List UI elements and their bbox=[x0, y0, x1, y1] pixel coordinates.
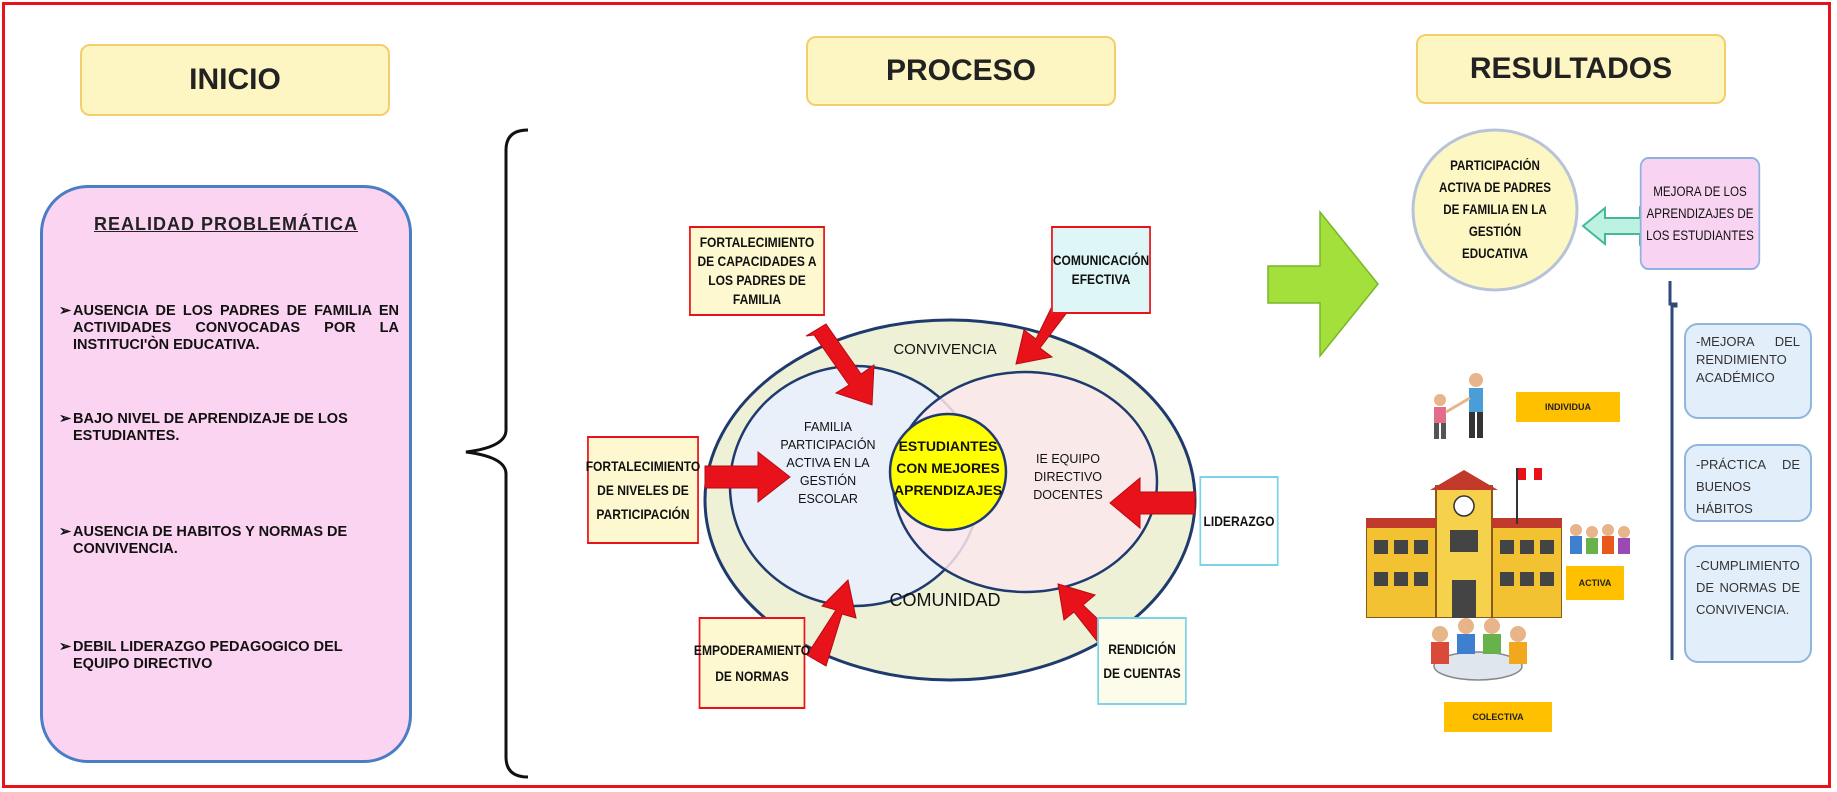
box-fortalecimiento-niveles: FORTALECIMIENTO DE NIVELES DE PARTICIPAC… bbox=[586, 436, 700, 544]
box-rendicion: RENDICIÓN DE CUENTAS bbox=[1097, 617, 1187, 705]
family-walking-icon bbox=[1434, 373, 1483, 439]
label-comunidad: COMUNIDAD bbox=[889, 590, 1001, 610]
header-inicio: INICIO bbox=[80, 44, 390, 116]
box-empoderamiento: EMPODERAMIENTO DE NORMAS bbox=[694, 617, 810, 709]
brace-shape bbox=[465, 128, 529, 779]
group-people-icon bbox=[1570, 524, 1630, 554]
label-convivencia: CONVIVENCIA bbox=[893, 341, 997, 358]
outcome-item: -CUMPLIMIENTO DE NORMAS DE CONVIVENCIA. bbox=[1684, 545, 1812, 663]
label-familia: FAMILIA PARTICIPACIÓN ACTIVA EN LA GESTI… bbox=[780, 420, 876, 506]
badge-individual: INDIVIDUA bbox=[1516, 392, 1620, 422]
outcome-bracket bbox=[1668, 281, 1678, 660]
problem-title: REALIDAD PROBLEMÁTICA bbox=[94, 214, 358, 234]
arrow-capacidades bbox=[805, 323, 875, 406]
bullet-icon: ➢ bbox=[59, 524, 72, 540]
box-fortalecimiento-capacidades: FORTALECIMIENTO DE CAPACIDADES A LOS PAD… bbox=[689, 226, 825, 316]
problem-item-text: AUSENCIA DE HABITOS Y NORMAS DE CONVIVEN… bbox=[73, 524, 348, 557]
box-comunicacion: COMUNICACIÓN EFECTIVA bbox=[1051, 226, 1151, 314]
problem-item-text: DEBIL LIDERAZGO PEDAGOGICO DEL EQUIPO DI… bbox=[73, 639, 343, 672]
arrow-liderazgo bbox=[1109, 476, 1196, 530]
bullet-icon: ➢ bbox=[59, 411, 72, 427]
problem-item: ➢ BAJO NIVEL DE APRENDIZAJE DE LOS ESTUD… bbox=[59, 411, 399, 445]
meeting-people-icon bbox=[1431, 618, 1527, 681]
bullet-icon: ➢ bbox=[59, 303, 72, 319]
label-ie: IE EQUIPO DIRECTIVO DOCENTES bbox=[1033, 452, 1103, 502]
arrow-empoderamiento bbox=[806, 578, 857, 667]
problem-item: ➢ AUSENCIA DE LOS PADRES DE FAMILIA EN A… bbox=[59, 303, 399, 354]
problem-item-text: BAJO NIVEL DE APRENDIZAJE DE LOS ESTUDIA… bbox=[73, 411, 348, 444]
bullet-icon: ➢ bbox=[59, 639, 72, 655]
school-building-icon bbox=[1366, 468, 1562, 618]
label-estudiantes: ESTUDIANTES CON MEJORES APRENDIZAJES bbox=[894, 438, 1003, 498]
header-proceso: PROCESO bbox=[806, 36, 1116, 106]
participacion-text: PARTICIPACIÓN ACTIVA DE PADRES DE FAMILI… bbox=[1438, 158, 1552, 261]
problem-item: ➢ AUSENCIA DE HABITOS Y NORMAS DE CONVIV… bbox=[59, 524, 399, 558]
badge-activa: ACTIVA bbox=[1566, 566, 1624, 600]
problem-item: ➢ DEBIL LIDERAZGO PEDAGOGICO DEL EQUIPO … bbox=[59, 639, 399, 673]
box-liderazgo: LIDERAZGO bbox=[1199, 476, 1279, 566]
outcome-item: -PRÁCTICA DE BUENOS HÁBITOS bbox=[1684, 444, 1812, 522]
problem-item-text: AUSENCIA DE LOS PADRES DE FAMILIA EN ACT… bbox=[73, 303, 399, 353]
outcome-item: -MEJORA DEL RENDIMIENTO ACADÉMICO bbox=[1684, 323, 1812, 419]
header-resultados: RESULTADOS bbox=[1416, 34, 1726, 104]
mejora-box: MEJORA DE LOS APRENDIZAJES DE LOS ESTUDI… bbox=[1639, 157, 1761, 270]
green-arrow-icon bbox=[1267, 209, 1379, 359]
problem-panel: REALIDAD PROBLEMÁTICA ➢ AUSENCIA DE LOS … bbox=[40, 185, 412, 763]
badge-colectiva: COLECTIVA bbox=[1444, 702, 1552, 732]
participacion-circle bbox=[1411, 128, 1579, 292]
estudiantes-circle bbox=[888, 412, 1008, 532]
arrow-niveles bbox=[704, 450, 791, 504]
